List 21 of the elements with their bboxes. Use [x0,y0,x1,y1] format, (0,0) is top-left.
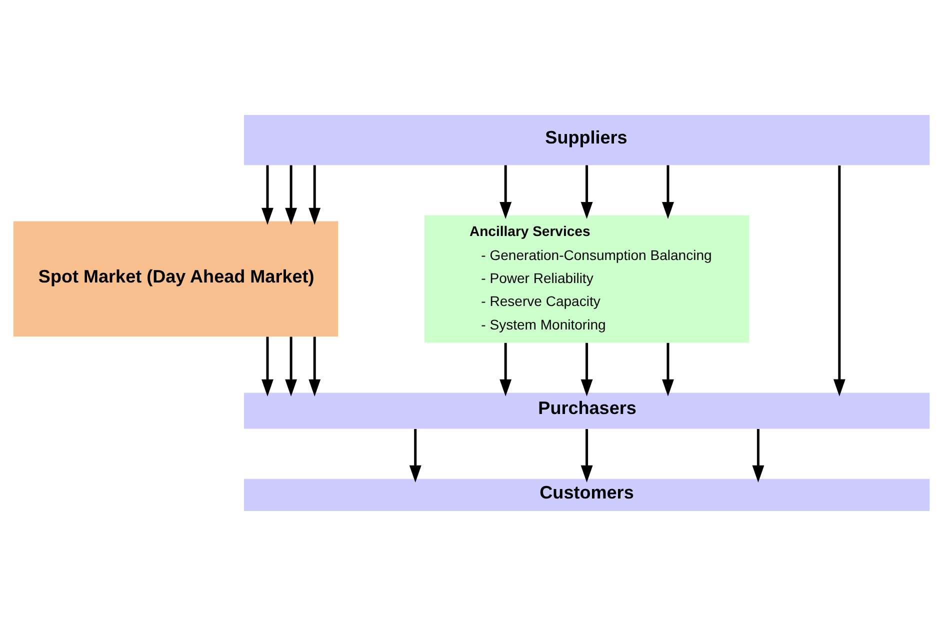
arrow [580,429,592,482]
node-box: Purchasers [243,392,930,429]
arrow [752,429,764,482]
arrow [499,165,512,220]
arrow [261,165,273,225]
arrow [662,165,674,220]
node-box: Suppliers [243,115,930,166]
arrow [580,342,592,396]
arrow [308,336,320,396]
arrow [580,165,592,220]
arrow [832,166,845,396]
arrow [408,429,421,482]
node-box: Customers [243,478,930,511]
node-box: Spot Market (Day Ahead Market) [12,221,338,337]
arrow [308,165,320,225]
arrow [284,336,297,396]
arrow [499,342,512,396]
arrow [284,165,297,225]
arrow [261,336,273,396]
node-box: Ancillary Services - Generation-Consumption Balancing - Power Reliability - Reserve Capacity - System Monitoring [424,215,749,343]
arrow [662,342,674,396]
